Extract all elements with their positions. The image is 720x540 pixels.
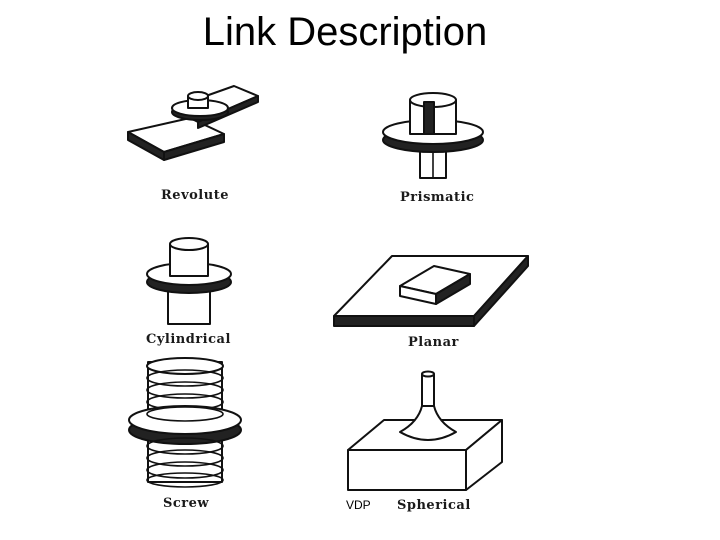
prismatic-joint-illustration bbox=[382, 92, 484, 179]
spherical-label: Spherical bbox=[397, 498, 471, 513]
vdp-footer-text: VDP bbox=[346, 498, 371, 512]
spherical-joint-illustration bbox=[347, 370, 503, 491]
cylindrical-joint-illustration bbox=[146, 237, 232, 325]
revolute-joint-illustration bbox=[127, 85, 259, 161]
page-title: Link Description bbox=[202, 10, 488, 54]
prismatic-label: Prismatic bbox=[400, 190, 475, 205]
cylindrical-label: Cylindrical bbox=[146, 332, 231, 347]
screw-label: Screw bbox=[163, 496, 210, 511]
planar-label: Planar bbox=[408, 335, 459, 350]
screw-joint-illustration bbox=[128, 357, 242, 488]
planar-joint-illustration bbox=[333, 255, 529, 327]
revolute-label: Revolute bbox=[161, 188, 229, 203]
